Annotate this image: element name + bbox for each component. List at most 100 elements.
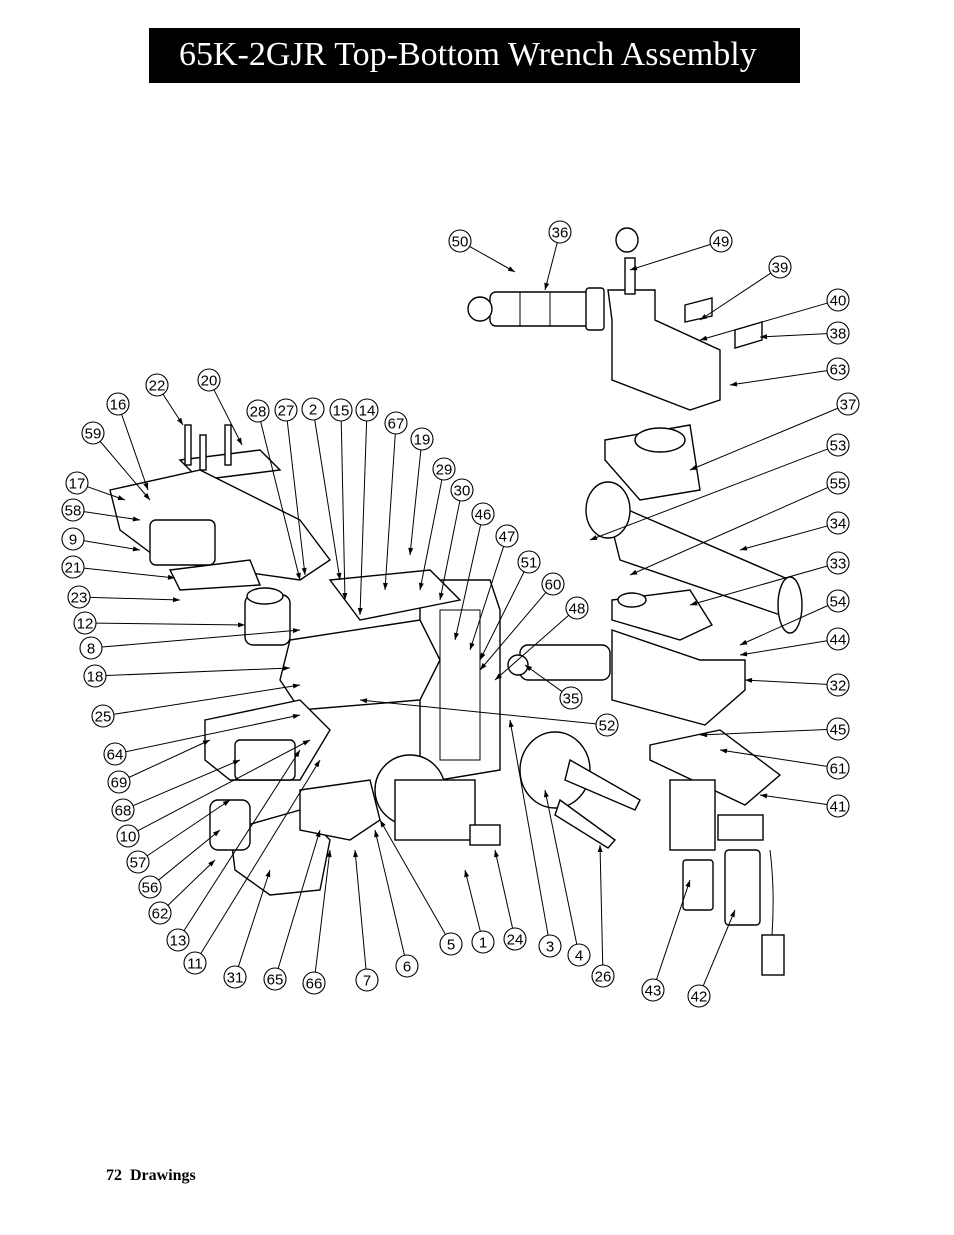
- leader-line-56: [158, 829, 221, 881]
- part-housing-34: [585, 481, 803, 634]
- callout-label: 36: [552, 225, 569, 242]
- callout-balloon: [826, 471, 850, 495]
- leader-line-4: [544, 789, 578, 945]
- leader-line-46: [454, 524, 482, 641]
- callout-balloon: [61, 527, 85, 551]
- leader-line-11: [200, 759, 321, 954]
- callout-balloon: [826, 433, 850, 457]
- callout-56: 56: [138, 875, 162, 899]
- leader-line-5: [379, 819, 446, 935]
- leader-arrow-50: [507, 266, 515, 272]
- callout-37: 37: [836, 392, 860, 416]
- callout-12: 12: [73, 611, 97, 635]
- callout-balloon: [826, 511, 850, 535]
- callout-26: 26: [591, 964, 615, 988]
- leader-arrow-42: [729, 910, 735, 918]
- callout-balloon: [329, 398, 353, 422]
- leader-arrow-48: [495, 673, 502, 680]
- part-lower-wrench-25: [279, 569, 462, 711]
- callout-62: 62: [148, 901, 172, 925]
- leader-line-33: [689, 565, 828, 606]
- callout-label: 7: [363, 973, 371, 990]
- callout-label: 52: [599, 718, 616, 735]
- leader-line-25: [113, 684, 301, 715]
- callout-balloon: [559, 686, 583, 710]
- leader-arrow-14: [357, 607, 363, 615]
- leader-line-29: [419, 479, 443, 591]
- leader-line-7: [354, 849, 367, 970]
- callout-balloon: [687, 984, 711, 1008]
- leader-line-40: [699, 302, 828, 341]
- leader-line-63: [729, 370, 828, 386]
- leader-line-60: [479, 592, 547, 671]
- callout-balloon: [107, 770, 131, 794]
- callout-51: 51: [517, 550, 541, 574]
- leader-arrow-68: [232, 760, 240, 766]
- leader-arrow-46: [454, 632, 459, 640]
- callout-label: 2: [309, 402, 317, 419]
- part-valve-stack-41: [669, 779, 764, 851]
- part-wrench-body-58: [109, 469, 332, 591]
- callout-balloon: [73, 611, 97, 635]
- callout-balloon: [65, 471, 89, 495]
- leader-arrow-3: [508, 720, 514, 728]
- callout-label: 22: [149, 378, 166, 395]
- callout-label: 41: [830, 799, 847, 816]
- callout-balloon: [567, 943, 591, 967]
- leader-arrow-10: [302, 740, 310, 746]
- callout-30: 30: [450, 478, 474, 502]
- leader-arrow-47: [469, 642, 475, 650]
- leader-line-53: [589, 448, 828, 541]
- callout-balloon: [106, 392, 130, 416]
- footer-section: Drawings: [130, 1167, 196, 1184]
- callout-label: 30: [454, 483, 471, 500]
- leader-arrow-67: [382, 582, 388, 590]
- leader-line-8: [101, 629, 301, 648]
- leader-line-66: [314, 849, 331, 973]
- leader-line-69: [128, 739, 211, 778]
- callout-20: 20: [197, 368, 221, 392]
- callout-46: 46: [471, 502, 495, 526]
- leader-arrow-16: [143, 482, 149, 490]
- leader-line-64: [125, 714, 301, 753]
- callout-36: 36: [548, 220, 572, 244]
- callout-label: 59: [85, 426, 102, 443]
- callout-balloon: [138, 875, 162, 899]
- leader-arrow-22: [177, 417, 183, 425]
- callout-5: 5: [439, 932, 463, 956]
- leader-line-23: [89, 596, 181, 601]
- callout-69: 69: [107, 770, 131, 794]
- leader-line-10: [137, 739, 311, 832]
- leader-line-32: [744, 679, 828, 685]
- callout-label: 17: [69, 476, 86, 493]
- leader-arrow-18: [282, 665, 290, 671]
- callout-label: 56: [142, 880, 159, 897]
- part-frame-1: [419, 579, 501, 781]
- callout-label: 64: [107, 747, 124, 764]
- callout-label: 28: [250, 404, 267, 421]
- leader-arrow-4: [543, 790, 549, 798]
- callout-39: 39: [768, 255, 792, 279]
- callout-32: 32: [826, 673, 850, 697]
- leader-line-3: [509, 719, 549, 936]
- callout-label: 34: [830, 516, 847, 533]
- leader-lines: [83, 242, 839, 987]
- callout-68: 68: [111, 798, 135, 822]
- part-bracket-32: [611, 629, 746, 726]
- callout-balloon: [439, 932, 463, 956]
- callout-balloon: [301, 397, 325, 421]
- callout-47: 47: [495, 524, 519, 548]
- callout-label: 39: [772, 260, 789, 277]
- callout-29: 29: [432, 457, 456, 481]
- leader-line-41: [759, 794, 828, 805]
- callout-label: 57: [130, 855, 147, 872]
- leader-line-58: [83, 511, 141, 521]
- callout-balloon: [395, 954, 419, 978]
- callout-label: 16: [110, 397, 127, 414]
- leader-line-31: [237, 869, 271, 967]
- callout-balloon: [432, 457, 456, 481]
- leader-arrow-8: [292, 628, 300, 634]
- leader-line-35: [524, 664, 563, 692]
- leader-line-20: [213, 389, 243, 446]
